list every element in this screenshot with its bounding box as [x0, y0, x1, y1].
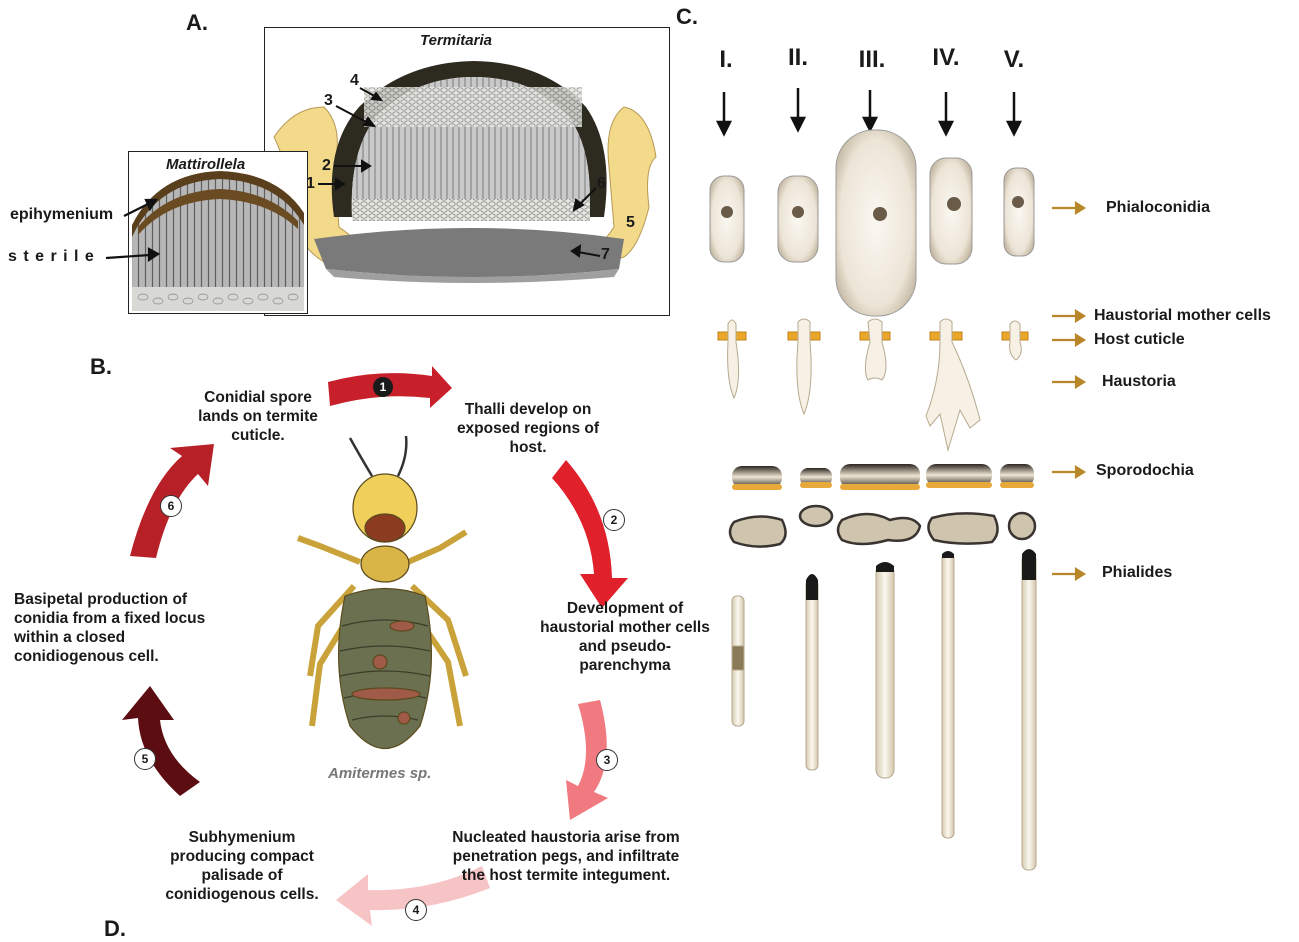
column-heading-2: II.: [768, 44, 828, 72]
label-host-cuticle: Host cuticle: [1094, 331, 1185, 349]
step-text-6: Basipetal production of conidia from a f…: [14, 590, 224, 666]
termite-illustration: [290, 436, 480, 766]
column-heading-5: V.: [984, 46, 1044, 74]
step-badge-1: 1: [373, 377, 393, 397]
column-heading-1: I.: [696, 46, 756, 74]
termite-species-label: Amitermes sp.: [328, 765, 431, 782]
step-badge-5: 5: [134, 748, 156, 770]
label-haustorial-mother-cells: Haustorial mother cells: [1094, 307, 1271, 325]
label-phialides: Phialides: [1102, 564, 1172, 582]
step-text-3: Development of haustorial mother cells a…: [540, 599, 710, 675]
column-heading-4: IV.: [916, 44, 976, 72]
step-badge-4: 4: [405, 899, 427, 921]
cycle-arrow-2: [552, 460, 628, 608]
cycle-arrow-5: [122, 686, 200, 796]
label-phialoconidia: Phialoconidia: [1106, 199, 1210, 217]
label-sporodochia: Sporodochia: [1096, 462, 1194, 480]
column-heading-3: III.: [842, 46, 902, 74]
step-text-5: Subhymenium producing compact palisade o…: [152, 828, 332, 904]
step-badge-2: 2: [603, 509, 625, 531]
step-text-4: Nucleated haustoria arise from penetrati…: [452, 828, 680, 885]
step-badge-6: 6: [160, 495, 182, 517]
mattirollela-pointers: [0, 180, 260, 280]
panel-c-label-arrows: [1048, 196, 1088, 596]
label-haustoria: Haustoria: [1102, 373, 1176, 391]
panel-c-structures: [690, 80, 1080, 880]
step-badge-3: 3: [596, 749, 618, 771]
mattirollela-title: Mattirollela: [166, 156, 245, 173]
